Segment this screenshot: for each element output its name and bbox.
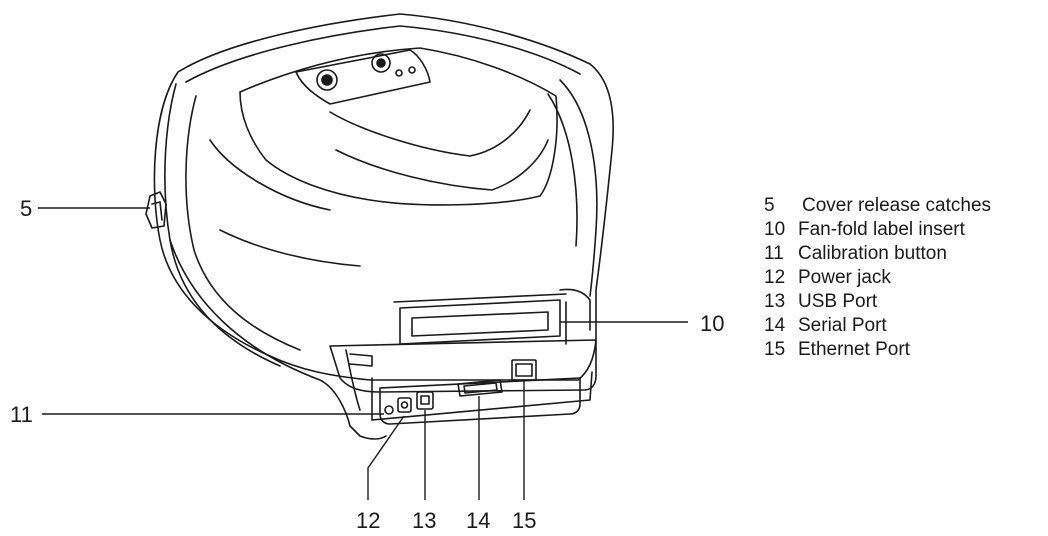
legend-label: Power jack	[798, 267, 891, 288]
leader-line-12	[367, 415, 405, 500]
legend-number: 5	[764, 195, 775, 216]
cover-release-catch	[145, 191, 167, 229]
fanfold-label-slot	[399, 299, 561, 345]
callout-13: 13	[412, 508, 436, 533]
legend-item: 14 Serial Port	[764, 314, 991, 338]
feed-button-icon	[316, 69, 338, 91]
legend-item: 10 Fan-fold label insert	[764, 218, 991, 242]
callout-5: 5	[20, 196, 32, 221]
legend-label: Calibration button	[798, 243, 947, 264]
serial-port	[457, 379, 503, 397]
left-side-panel	[164, 83, 281, 367]
connector-panel	[379, 377, 581, 425]
legend-item: 12 Power jack	[764, 266, 991, 290]
power-jack	[397, 397, 412, 413]
legend-label: Cover release catches	[802, 195, 992, 216]
pause-button-icon	[371, 53, 391, 73]
calibration-button	[384, 405, 394, 415]
legend-number: 15	[764, 339, 786, 360]
legend-label: Ethernet Port	[798, 339, 910, 360]
callout-11: 11	[10, 402, 33, 427]
legend-item: 5 Cover release catches	[764, 194, 991, 218]
legend-number: 12	[764, 267, 786, 288]
legend: 5 Cover release catches 10 Fan-fold label …	[764, 194, 991, 362]
printer-top-cover	[153, 13, 614, 381]
legend-item: 11 Calibration button	[764, 242, 991, 266]
callout-10: 10	[700, 311, 724, 336]
callout-12: 12	[356, 508, 380, 533]
legend-number: 14	[764, 315, 786, 336]
legend-label: USB Port	[798, 291, 878, 312]
control-panel	[295, 49, 431, 105]
callout-15: 15	[512, 508, 536, 533]
legend-number: 13	[764, 291, 786, 312]
printer-base	[329, 339, 597, 393]
callout-14: 14	[466, 508, 490, 533]
legend-item: 15 Ethernet Port	[764, 338, 991, 362]
legend-number: 10	[764, 219, 786, 240]
usb-port	[416, 391, 434, 410]
legend-number: 11	[764, 243, 784, 264]
legend-label: Fan-fold label insert	[798, 219, 965, 240]
legend-label: Serial Port	[798, 315, 887, 336]
legend-item: 13 USB Port	[764, 290, 991, 314]
